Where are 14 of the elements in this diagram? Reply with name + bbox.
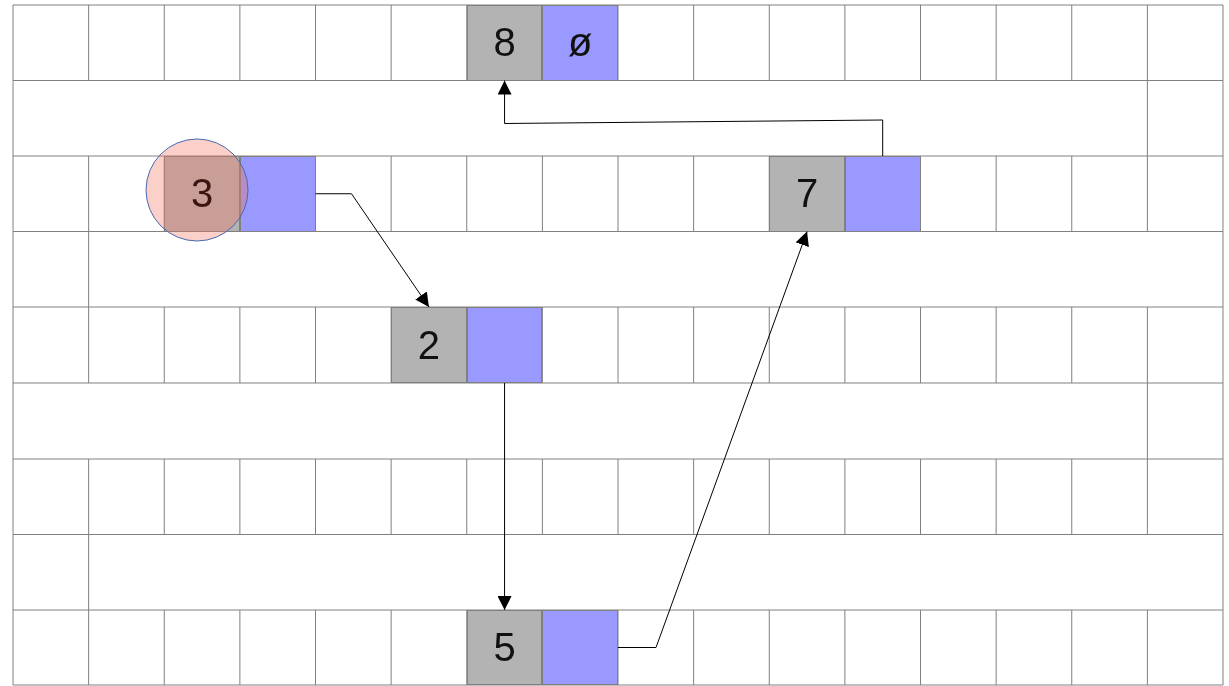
value-cell: 7	[769, 156, 845, 232]
pointer-cell	[239, 156, 316, 232]
arrow	[497, 80, 884, 157]
value-cell: 5	[466, 610, 543, 685]
pointer-cell	[542, 610, 618, 685]
value-cell: 3	[164, 156, 240, 232]
pointer-cell	[844, 156, 921, 232]
value-cell: 8	[466, 5, 543, 81]
arrow	[617, 231, 809, 648]
pointer-cell: ø	[542, 5, 618, 81]
value-cell: 2	[391, 307, 467, 383]
pointer-cell	[466, 307, 543, 383]
arrow	[315, 193, 430, 308]
arrow	[497, 382, 512, 611]
